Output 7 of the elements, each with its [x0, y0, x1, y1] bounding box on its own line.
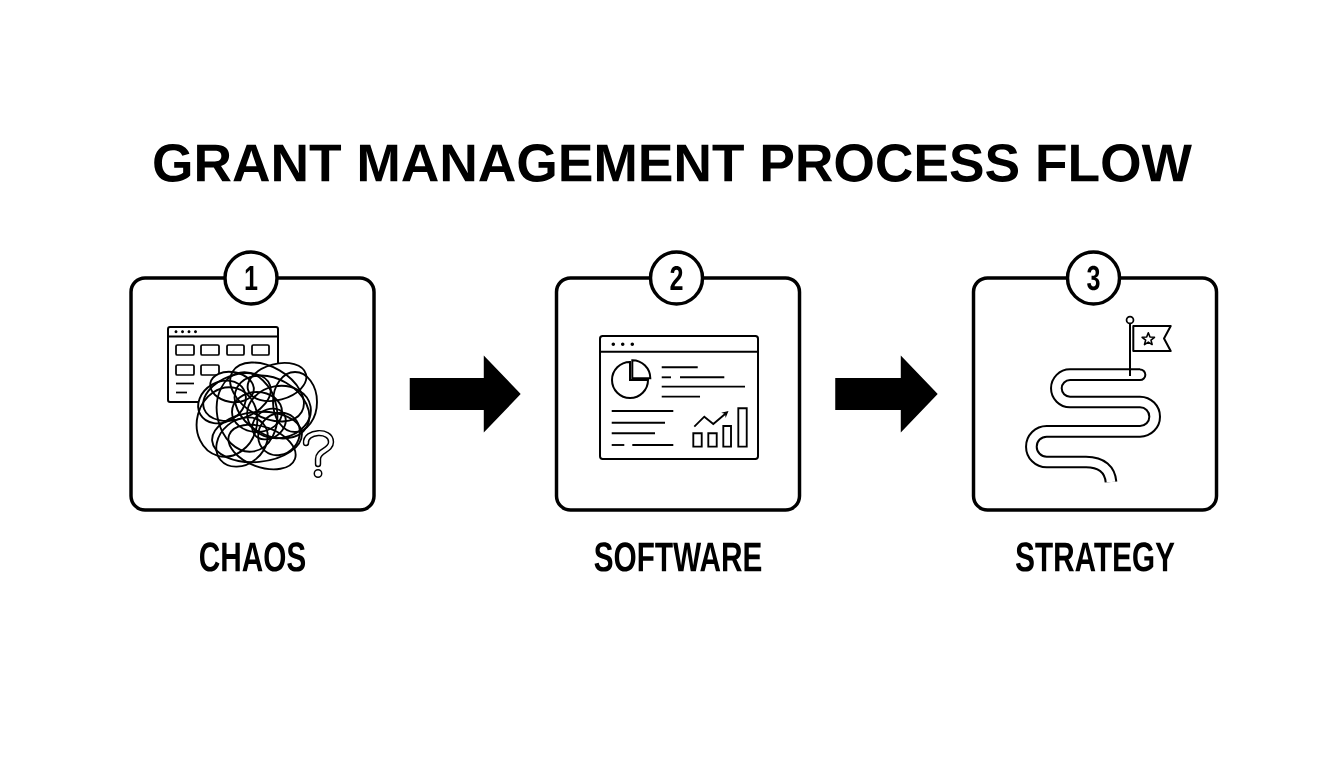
step-label: SOFTWARE	[594, 542, 762, 572]
step-label: CHAOS	[200, 542, 306, 572]
title: GRANT MANAGEMENT PROCESS FLOW	[154, 144, 1192, 182]
step-label: STRATEGY	[1015, 542, 1175, 572]
number-badge: 1	[223, 250, 279, 306]
number-badge: 3	[1065, 250, 1122, 306]
number-badge: 2	[648, 250, 705, 306]
